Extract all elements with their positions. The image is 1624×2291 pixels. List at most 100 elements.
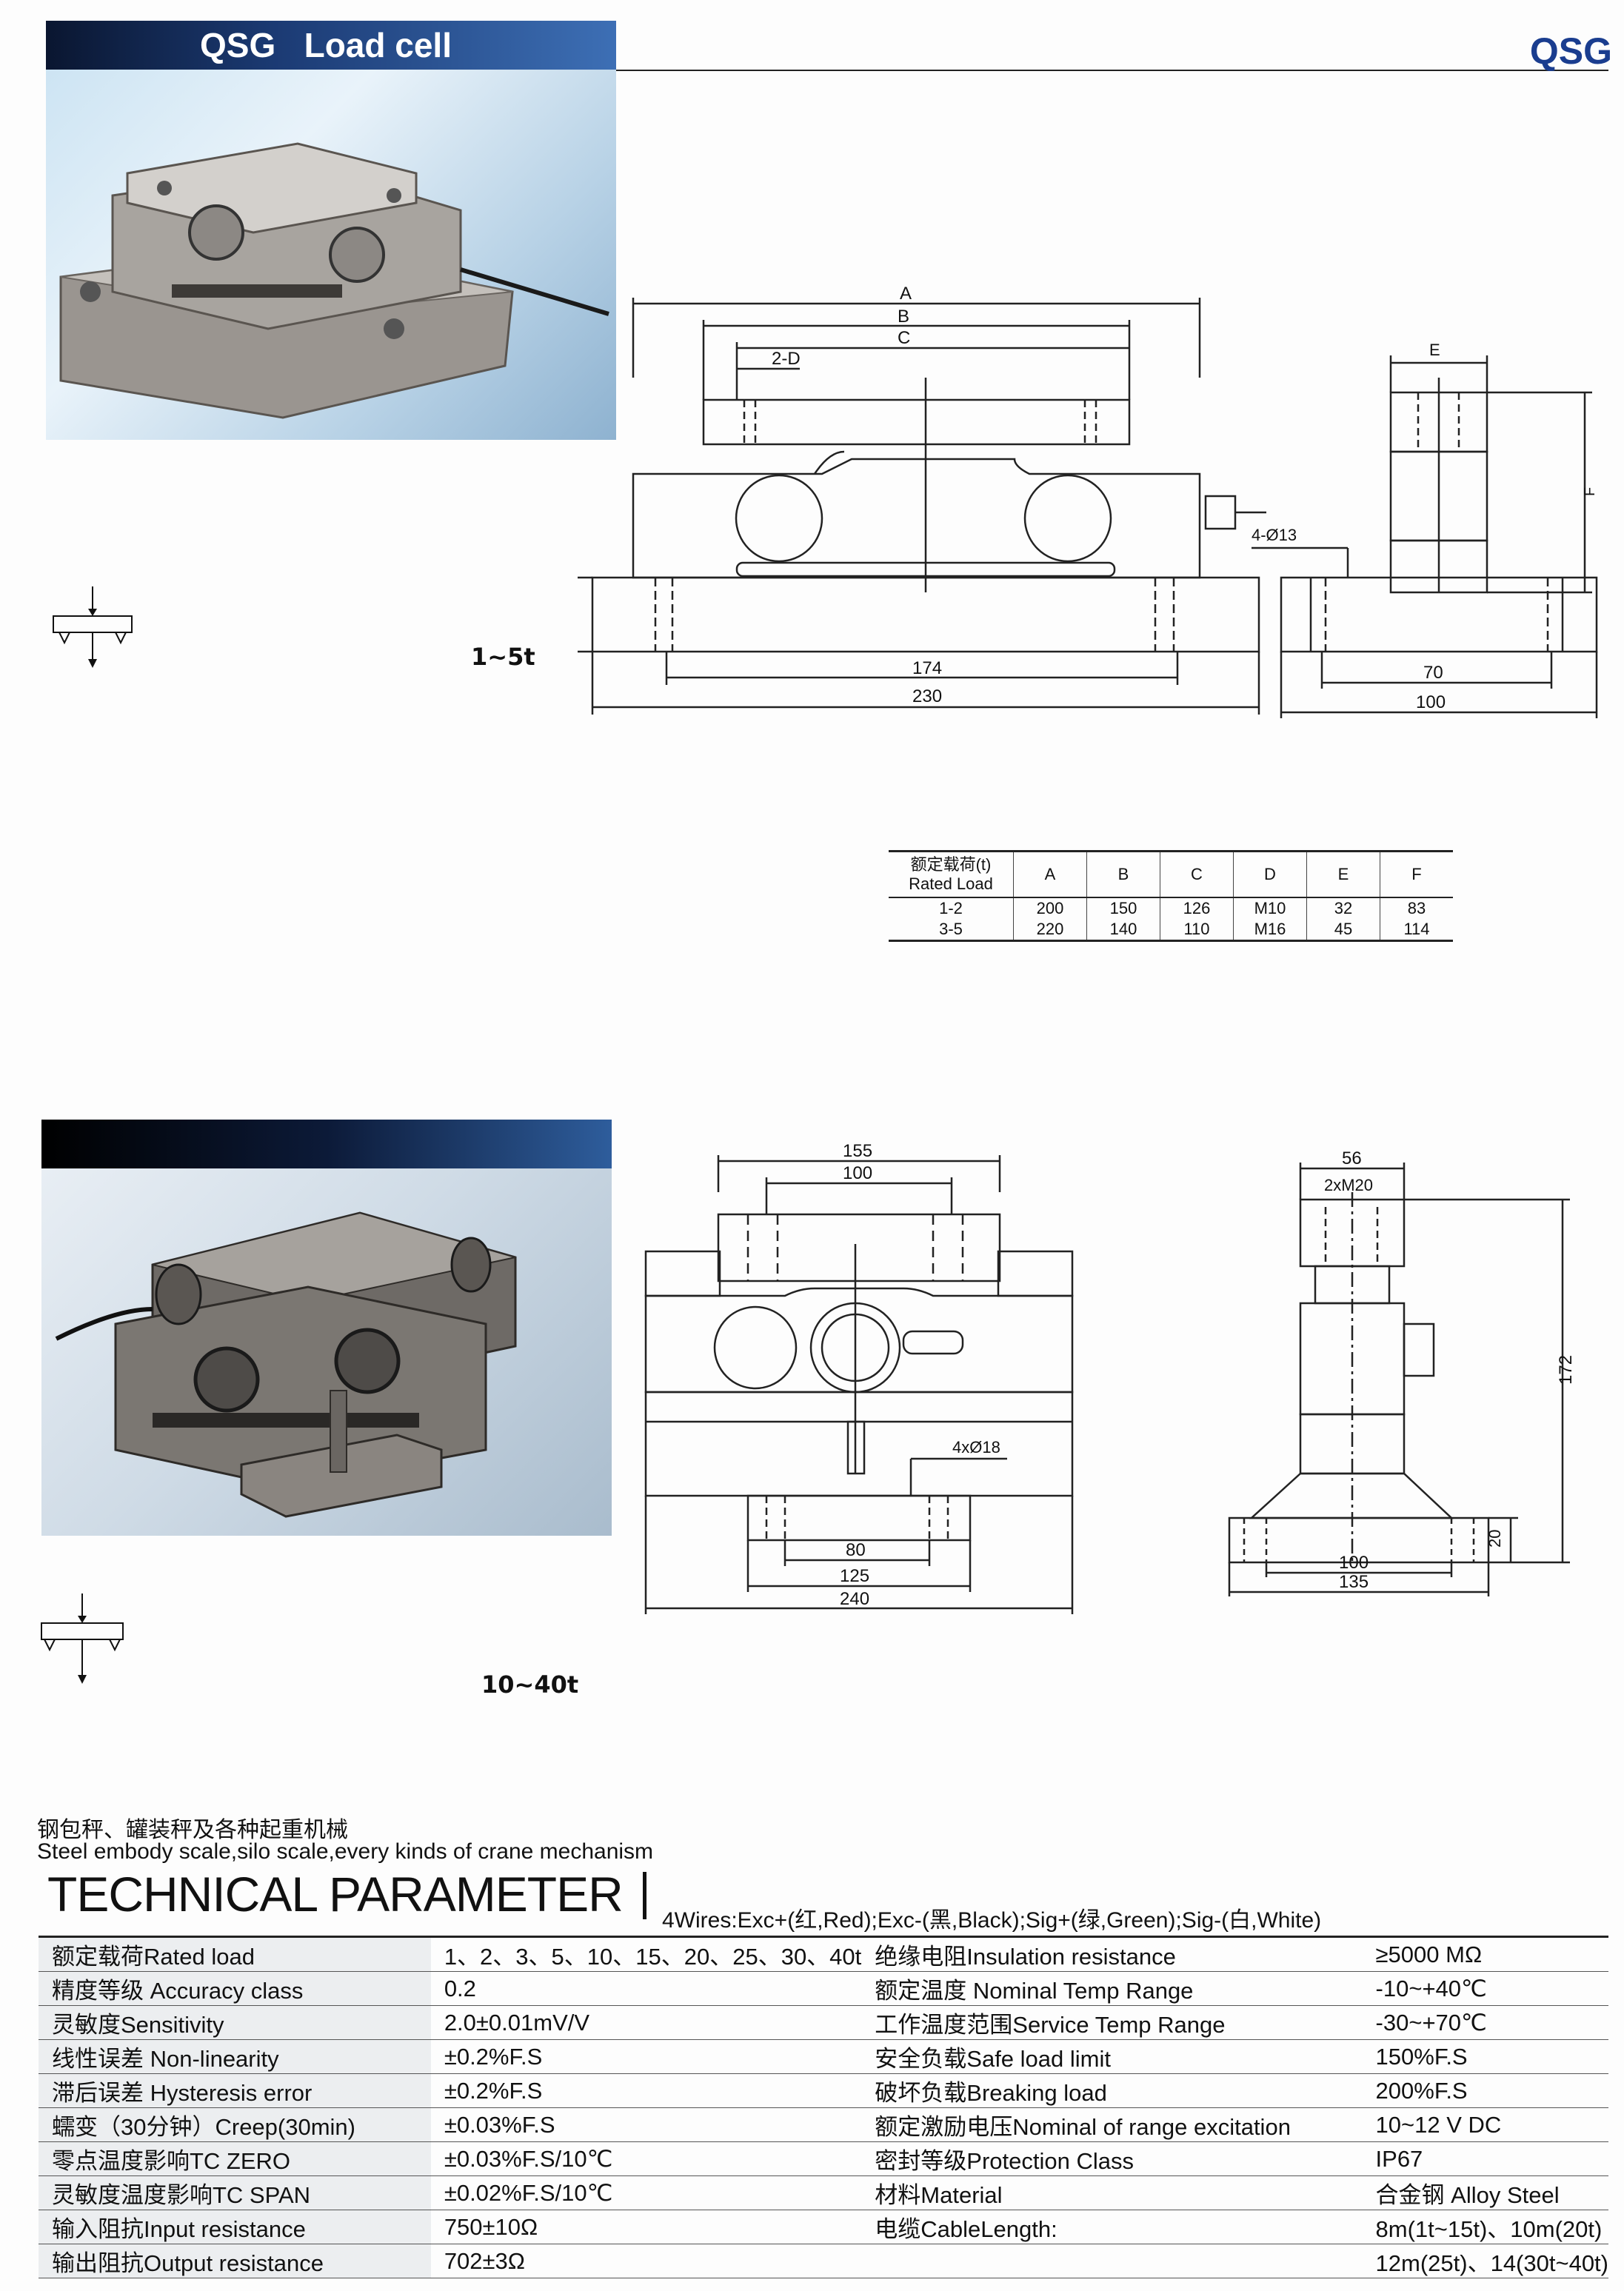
param-key [861, 2244, 1363, 2278]
range-label-small: 1~5t [471, 643, 535, 671]
param-value: 10~12 V DC [1362, 2107, 1608, 2142]
param-value: ±0.03%F.S/10℃ [430, 2141, 862, 2176]
param-key: 密封等级Protection Class [861, 2141, 1363, 2176]
load-direction-icon [53, 586, 133, 668]
dim-100-side-label: 100 [1339, 1553, 1369, 1573]
dim-80-label: 80 [846, 1540, 866, 1560]
product-photo-small [46, 70, 616, 440]
application-zh: 钢包秤、罐装秤及各种起重机械 [37, 1818, 348, 1842]
col-header: E [1306, 850, 1380, 898]
drawing-front-large: 155 100 4xØ18 80 125 240 [644, 1141, 1074, 1614]
col-header: A [1013, 850, 1087, 898]
param-key: 灵敏度温度影响TC SPAN [39, 2175, 431, 2210]
table-row: 1-2 200 150 126 M10 32 83 [889, 897, 1453, 919]
holes-label: 4-Ø13 [1252, 526, 1297, 544]
series-name: QSG [200, 26, 276, 64]
value-cell: M16 [1233, 919, 1307, 942]
drawing-front-small: A B C 2-D 174 230 25 [578, 284, 1266, 715]
application-en: Steel embody scale,silo scale,every kind… [37, 1839, 654, 1864]
param-key: 安全负载Safe load limit [861, 2039, 1363, 2074]
heavy-load-cell-illustration [55, 1211, 517, 1518]
value-cell: 110 [1160, 919, 1234, 942]
load-cell: 1-2 [939, 899, 963, 917]
header-title: QSG Load cell [200, 25, 452, 65]
load-cell-illustration [59, 142, 609, 419]
param-value: 750±10Ω [430, 2210, 862, 2244]
param-value: ±0.03%F.S [430, 2107, 862, 2142]
drawing-side-small: E F 4-Ø13 70 100 [1252, 341, 1598, 718]
param-key: 蠕变（30分钟）Creep(30min) [39, 2107, 431, 2142]
technical-title: TECHNICAL PARAMETER [47, 1867, 624, 1922]
param-value: -10~+40℃ [1362, 1971, 1608, 2006]
param-value: 200%F.S [1362, 2073, 1608, 2108]
param-value: ≥5000 MΩ [1362, 1936, 1608, 1972]
table-row: 3-5 220 140 110 M16 45 114 [889, 919, 1453, 942]
dim-100-label: 100 [1416, 692, 1446, 712]
param-value: 150%F.S [1362, 2039, 1608, 2074]
param-value: 合金钢 Alloy Steel [1362, 2175, 1608, 2210]
value-cell: M10 [1233, 897, 1307, 919]
load-direction-icon [41, 1593, 124, 1684]
thread-label: 2xM20 [1324, 1176, 1373, 1194]
header-zh: 额定载荷(t) [910, 855, 992, 874]
param-value: ±0.2%F.S [430, 2039, 862, 2074]
header-rule [616, 70, 1608, 71]
value-cell: 45 [1306, 919, 1380, 942]
param-key: 灵敏度Sensitivity [39, 2005, 431, 2040]
dim-125-label: 125 [840, 1566, 869, 1586]
col-header: F [1380, 850, 1453, 898]
param-key: 额定温度 Nominal Temp Range [861, 1971, 1363, 2006]
param-value: 2.0±0.01mV/V [430, 2005, 862, 2040]
dim-c-label: C [898, 328, 910, 348]
value-cell: 114 [1380, 919, 1453, 942]
param-key: 破坏负载Breaking load [861, 2073, 1363, 2108]
product-title: Load cell [304, 26, 452, 64]
param-value: 12m(25t)、14(30t~40t) [1362, 2244, 1608, 2278]
dim-20-label: 20 [1486, 1530, 1504, 1548]
param-key: 输入阻抗Input resistance [39, 2210, 431, 2244]
value-cell: 32 [1306, 897, 1380, 919]
col-header: C [1160, 850, 1234, 898]
dim-b-label: B [898, 307, 909, 327]
col-header: B [1086, 850, 1160, 898]
value-cell: 200 [1013, 897, 1087, 919]
brand-mark: QSG [1529, 30, 1612, 72]
param-value: IP67 [1362, 2141, 1608, 2176]
value-cell: 150 [1086, 897, 1160, 919]
param-value: 702±3Ω [430, 2244, 862, 2278]
dim-135-label: 135 [1339, 1572, 1369, 1592]
param-key: 滞后误差 Hysteresis error [39, 2073, 431, 2108]
dim-100-top-label: 100 [843, 1163, 872, 1183]
col-header: D [1233, 850, 1307, 898]
dim-56-label: 56 [1342, 1148, 1362, 1168]
dim-e-label: E [1429, 341, 1440, 359]
param-key: 输出阻抗Output resistance [39, 2244, 431, 2278]
dim-70-label: 70 [1423, 663, 1443, 683]
dimension-table-header: 额定载荷(t)Rated Load A B C D E F [889, 850, 1453, 898]
param-value: 1、2、3、5、10、15、20、25、30、40t [430, 1936, 862, 1972]
param-value: -30~+70℃ [1362, 2005, 1608, 2040]
param-value: 0.2 [430, 1971, 862, 2006]
param-value: ±0.2%F.S [430, 2073, 862, 2108]
param-key: 精度等级 Accuracy class [39, 1971, 431, 2006]
param-value: 8m(1t~15t)、10m(20t) [1362, 2210, 1608, 2244]
header-en: Rated Load [909, 874, 993, 893]
value-cell: 83 [1380, 897, 1453, 919]
dim-a-label: A [900, 284, 912, 304]
wires-note: 4Wires:Exc+(红,Red);Exc-(黑,Black);Sig+(绿,… [662, 1908, 1322, 1933]
param-key: 额定载荷Rated load [39, 1936, 431, 1972]
dim-174-label: 174 [912, 658, 942, 678]
range-label-large: 10~40t [481, 1670, 579, 1699]
param-key: 电缆CableLength: [861, 2210, 1363, 2244]
value-cell: 140 [1086, 919, 1160, 942]
dim-155-label: 155 [843, 1141, 872, 1161]
